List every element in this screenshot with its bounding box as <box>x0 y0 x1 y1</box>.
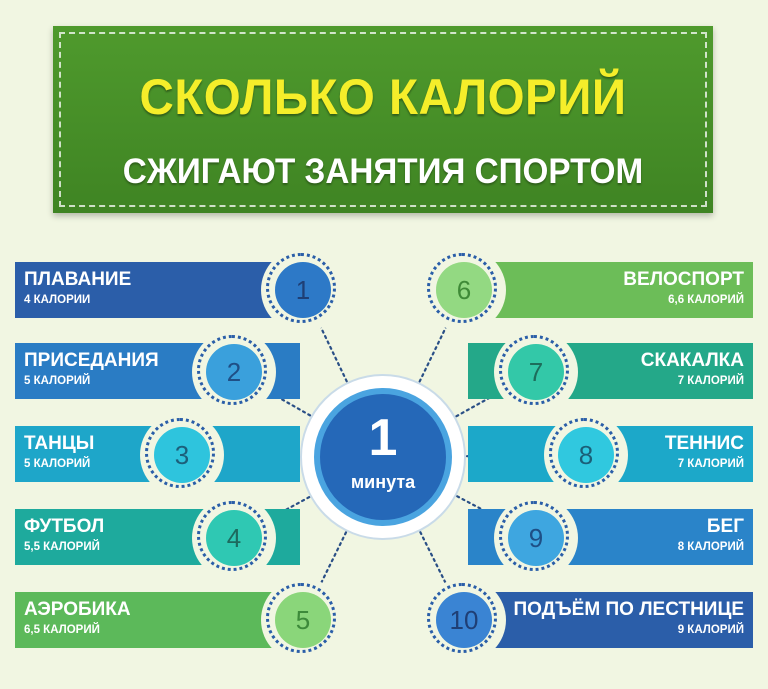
activity-number: 6 <box>436 262 492 318</box>
activity-bar: ПЛАВАНИЕ 4 КАЛОРИИ <box>15 262 300 318</box>
activity-number: 10 <box>436 592 492 648</box>
activity-number: 8 <box>558 427 614 483</box>
banner-title: СКОЛЬКО КАЛОРИЙ <box>139 69 627 125</box>
activity-number: 4 <box>206 510 262 566</box>
center-unit: минута <box>350 472 416 492</box>
activity-number-node: 7 <box>494 330 578 414</box>
title-banner: СКОЛЬКО КАЛОРИЙ СЖИГАЮТ ЗАНЯТИЯ СПОРТОМ <box>53 26 713 213</box>
activity-calories: 6,5 КАЛОРИЙ <box>24 624 100 636</box>
banner-dashed-border <box>59 32 707 207</box>
activity-number-node: 1 <box>261 248 345 332</box>
center-value: 1 <box>368 409 398 467</box>
activity-calories: 7 КАЛОРИЙ <box>677 458 744 470</box>
connector-line <box>232 455 385 540</box>
activity-calories: 5 КАЛОРИЙ <box>24 458 91 470</box>
activity-name: ТАНЦЫ <box>24 433 95 454</box>
activity-name: АЭРОБИКА <box>24 599 131 620</box>
center-inner-disc: 1 минута <box>314 388 452 526</box>
activity-calories: 9 КАЛОРИЙ <box>677 624 744 636</box>
center-circle: 1 минута <box>300 374 466 540</box>
activity-number-node: 10 <box>422 578 506 662</box>
activity-number-node: 9 <box>494 496 578 580</box>
activity-number-node: 6 <box>422 248 506 332</box>
activity-calories: 8 КАЛОРИЙ <box>677 541 744 553</box>
activity-calories: 5,5 КАЛОРИЙ <box>24 541 100 553</box>
activity-number-node: 8 <box>544 413 628 497</box>
activity-number-node: 5 <box>261 578 345 662</box>
activity-number: 5 <box>275 592 331 648</box>
activity-name: ФУТБОЛ <box>24 516 105 537</box>
banner-subtitle: СЖИГАЮТ ЗАНЯТИЯ СПОРТОМ <box>122 152 644 191</box>
activity-number-node: 2 <box>192 330 276 414</box>
activity-number-node: 3 <box>140 413 224 497</box>
activity-number: 2 <box>206 344 262 400</box>
activity-bar: АЭРОБИКА 6,5 КАЛОРИЙ <box>15 592 300 648</box>
activity-bar: ВЕЛОСПОРТ 6,6 КАЛОРИЙ <box>468 262 753 318</box>
activity-calories: 5 КАЛОРИЙ <box>24 375 91 387</box>
activity-name: СКАКАЛКА <box>640 350 744 371</box>
activity-number-node: 4 <box>192 496 276 580</box>
activity-name: БЕГ <box>706 516 744 537</box>
activity-name: ПОДЪЁМ ПО ЛЕСТНИЦЕ <box>513 599 744 620</box>
activity-bar: ПОДЪЁМ ПО ЛЕСТНИЦЕ 9 КАЛОРИЙ <box>468 592 753 648</box>
activity-name: ВЕЛОСПОРТ <box>623 269 744 290</box>
activity-number: 1 <box>275 262 331 318</box>
activity-calories: 4 КАЛОРИИ <box>24 294 91 306</box>
activity-name: ТЕННИС <box>664 433 744 454</box>
activity-calories: 6,6 КАЛОРИЙ <box>668 294 744 306</box>
activity-number: 7 <box>508 344 564 400</box>
activity-name: ПРИСЕДАНИЯ <box>24 350 159 371</box>
activity-number: 9 <box>508 510 564 566</box>
activity-name: ПЛАВАНИЕ <box>24 269 132 290</box>
activity-calories: 7 КАЛОРИЙ <box>677 375 744 387</box>
activity-number: 3 <box>154 427 210 483</box>
